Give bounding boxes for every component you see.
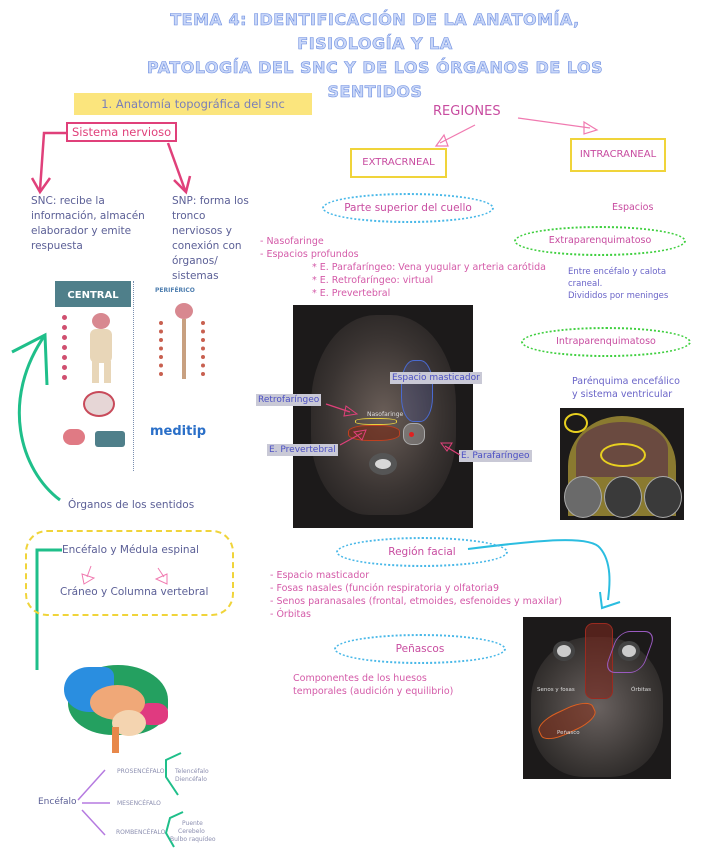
branch-label-mesencefalo: MESENCÉFALO bbox=[117, 800, 161, 807]
mri-label-senos: Senos y fosas bbox=[537, 687, 575, 693]
cloud-top-text: Encéfalo y Médula espinal bbox=[62, 544, 199, 556]
intracraneal-box: INTRACRANEAL bbox=[570, 138, 666, 172]
central-header: CENTRAL bbox=[55, 281, 131, 307]
peripheral-figure bbox=[155, 301, 215, 381]
leaf-puente: Puente bbox=[182, 820, 203, 827]
title-line-1: Tema 4: Identificación de la anatomía, f… bbox=[170, 10, 580, 54]
branch-label-prosencefalo: PROSENCÉFALO bbox=[117, 768, 165, 775]
cloud-arrow-right bbox=[154, 573, 168, 585]
mri-label-retrofaringeo: Retrofaríngeo bbox=[256, 394, 322, 406]
brain-mri-image bbox=[560, 408, 684, 520]
oval-penascos: Peñascos bbox=[334, 634, 506, 664]
arrowhead-snp bbox=[173, 175, 192, 195]
cuello-item-prevertebral: * E. Prevertebral bbox=[312, 288, 391, 299]
periferico-header: PERIFÉRICO bbox=[155, 287, 195, 294]
intra-description: Parénquima encefálico y sistema ventricu… bbox=[572, 376, 680, 400]
nervous-system-infographic: CENTRAL PERIFÉRICO meditip bbox=[55, 281, 235, 471]
section-heading: 1. Anatomía topográfica del snc bbox=[74, 93, 312, 115]
arrowhead-extracraneal bbox=[434, 133, 449, 147]
branch-label-rombencefalo: ROMBENCÉFALO bbox=[116, 829, 166, 836]
leaf-cerebelo: Cerebelo bbox=[178, 828, 205, 835]
neck-mri-image: Nasofaringe bbox=[293, 305, 473, 528]
encefalo-root: Encéfalo bbox=[38, 797, 77, 807]
snp-description: SNP: forma los tronco nerviosos y conexi… bbox=[172, 195, 249, 282]
cyan-arrowhead bbox=[599, 591, 621, 610]
cloud-box bbox=[25, 530, 234, 616]
cuello-item-parafaringeo: * E. Parafaríngeo: Vena yugular y arteri… bbox=[312, 262, 546, 273]
facial-item-fosas: - Fosas nasales (función respiratoria y … bbox=[270, 583, 500, 594]
facial-item-orbitas: - Órbitas bbox=[270, 609, 311, 620]
cloud-bottom-text: Cráneo y Columna vertebral bbox=[60, 586, 209, 598]
branch-prosencefalo bbox=[77, 769, 106, 801]
cyan-curved-arrow bbox=[467, 539, 611, 601]
oval-parte-superior-cuello: Parte superior del cuello bbox=[322, 193, 494, 223]
oval-extraparenquimatoso: Extraparenquimatoso bbox=[514, 226, 686, 256]
arrowhead-snc bbox=[30, 177, 52, 195]
cuello-item-retrofaringeo: * E. Retrofaríngeo: virtual bbox=[312, 275, 434, 286]
sistema-nervioso-box: Sistema nervioso bbox=[66, 122, 178, 142]
oval-intraparenquimatoso: Intraparenquimatoso bbox=[521, 327, 691, 357]
arrow-to-snp bbox=[166, 142, 187, 191]
leaf-diencefalo: Diencéfalo bbox=[175, 776, 207, 783]
cuello-item-espacios: - Espacios profundos bbox=[260, 249, 359, 260]
cloud-arrow-left bbox=[81, 573, 96, 585]
mri-label-orbitas: Órbitas bbox=[631, 687, 652, 693]
mri-label-nasofaringe: Nasofaringe bbox=[367, 411, 404, 418]
mri-label-parafaringeo: E. Parafaríngeo bbox=[459, 450, 532, 462]
mri-label-masticador: Espacio masticador bbox=[390, 372, 482, 384]
body-figure bbox=[60, 311, 130, 386]
branch-rombencefalo bbox=[81, 809, 106, 836]
organos-sentidos-label: Órganos de los sentidos bbox=[68, 499, 195, 511]
page-title: Tema 4: Identificación de la anatomía, f… bbox=[140, 8, 610, 104]
facial-item-masticador: - Espacio masticador bbox=[270, 570, 370, 581]
leaf-bulbo: Bulbo raquídeo bbox=[170, 836, 216, 843]
brace-prosencefalo bbox=[165, 752, 182, 796]
brain-cartoon bbox=[63, 429, 85, 445]
spinal-cord-section bbox=[83, 391, 115, 417]
extra-description: Entre encéfalo y calota craneal. Dividid… bbox=[568, 267, 669, 301]
brace-rombencefalo bbox=[164, 811, 184, 848]
extracraneal-box: EXTRACRNEAL bbox=[350, 148, 447, 178]
arrow-to-intracraneal bbox=[517, 117, 591, 129]
cuello-item-nasofaringe: - Nasofaringe bbox=[260, 236, 324, 247]
arrow-to-snc bbox=[38, 131, 66, 191]
leaf-telencefalo: Telencéfalo bbox=[175, 768, 209, 775]
green-arrowhead bbox=[11, 332, 49, 386]
title-line-2: patología del SNC y de los órganos de lo… bbox=[146, 58, 604, 102]
facial-mri-image: Senos y fosas Órbitas Peñasco bbox=[523, 617, 671, 779]
mri-label-prevertebral: E. Prevertebral bbox=[267, 444, 338, 456]
penascos-description: Componentes de los huesos temporales (au… bbox=[293, 673, 454, 697]
brain-sagittal-illustration bbox=[50, 655, 170, 755]
meditip-logo: meditip bbox=[150, 424, 207, 439]
regiones-title: REGIONES bbox=[433, 104, 501, 119]
oval-region-facial: Región facial bbox=[336, 537, 508, 567]
arrowhead-intracraneal bbox=[583, 120, 599, 135]
espacios-label: Espacios bbox=[612, 202, 654, 213]
snc-description: SNC: recibe la información, almacén elab… bbox=[31, 195, 145, 252]
mri-label-penasco: Peñasco bbox=[557, 730, 580, 736]
facial-item-senos: - Senos paranasales (frontal, etmoides, … bbox=[270, 596, 563, 607]
green-curved-arrow bbox=[17, 334, 61, 502]
